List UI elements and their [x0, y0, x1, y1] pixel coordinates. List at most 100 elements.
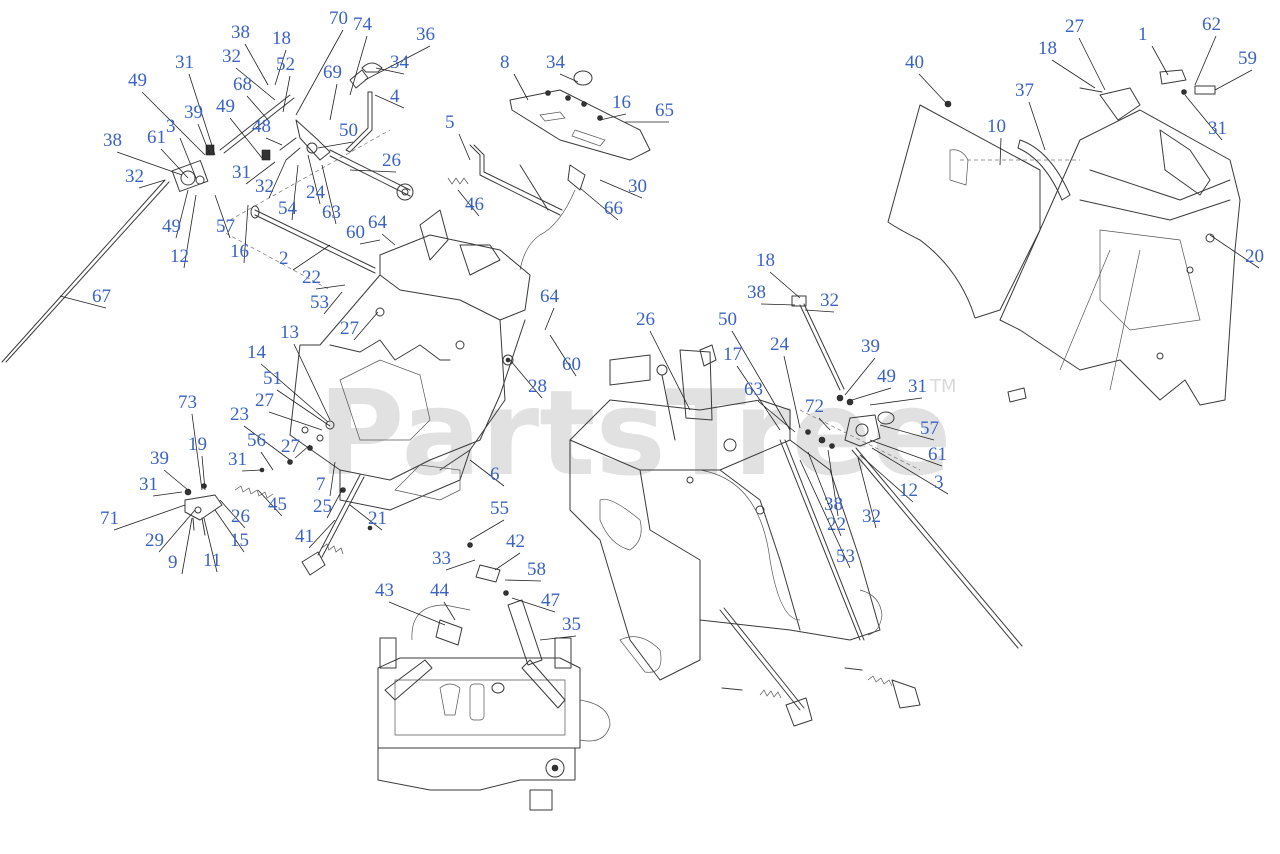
- callout-number[interactable]: 31: [228, 449, 247, 470]
- callout-number[interactable]: 42: [506, 531, 525, 552]
- callout-number[interactable]: 60: [562, 354, 581, 375]
- callout-number[interactable]: 12: [170, 246, 189, 267]
- callout-number[interactable]: 26: [231, 506, 250, 527]
- callout-number[interactable]: 22: [302, 267, 321, 288]
- callout-number[interactable]: 3: [934, 472, 944, 493]
- callout-number[interactable]: 50: [339, 120, 358, 141]
- callout-number[interactable]: 20: [1245, 246, 1264, 267]
- callout-number[interactable]: 19: [188, 434, 207, 455]
- callout-number[interactable]: 22: [827, 514, 846, 535]
- callout-number[interactable]: 31: [139, 474, 158, 495]
- callout-number[interactable]: 63: [322, 202, 341, 223]
- callout-number[interactable]: 26: [636, 309, 655, 330]
- callout-number[interactable]: 18: [756, 250, 775, 271]
- callout-number[interactable]: 48: [252, 116, 271, 137]
- callout-number[interactable]: 32: [820, 290, 839, 311]
- callout-number[interactable]: 50: [718, 309, 737, 330]
- callout-number[interactable]: 18: [272, 28, 291, 49]
- callout-number[interactable]: 39: [861, 336, 880, 357]
- callout-number[interactable]: 31: [908, 376, 927, 397]
- callout-number[interactable]: 11: [203, 550, 221, 571]
- callout-number[interactable]: 34: [390, 52, 410, 73]
- callout-number[interactable]: 56: [247, 430, 266, 451]
- callout-number[interactable]: 43: [375, 580, 394, 601]
- callout-number[interactable]: 18: [1038, 38, 1057, 59]
- callout-number[interactable]: 35: [562, 614, 581, 635]
- callout-number[interactable]: 31: [232, 162, 251, 183]
- callout-number[interactable]: 24: [770, 334, 790, 355]
- callout-number[interactable]: 45: [268, 494, 287, 515]
- callout-number[interactable]: 3: [166, 116, 176, 137]
- callout-number[interactable]: 38: [103, 130, 122, 151]
- callout-number[interactable]: 69: [323, 62, 342, 83]
- callout-number[interactable]: 47: [541, 590, 560, 611]
- callout-number[interactable]: 53: [836, 546, 855, 567]
- callout-number[interactable]: 10: [987, 116, 1006, 137]
- callout-number[interactable]: 25: [313, 496, 332, 517]
- callout-number[interactable]: 37: [1015, 80, 1034, 101]
- callout-number[interactable]: 29: [145, 530, 164, 551]
- callout-number[interactable]: 64: [540, 286, 560, 307]
- callout-number[interactable]: 31: [1208, 118, 1227, 139]
- callout-number[interactable]: 30: [628, 176, 647, 197]
- callout-number[interactable]: 74: [353, 14, 373, 35]
- callout-number[interactable]: 58: [527, 559, 546, 580]
- callout-number[interactable]: 63: [744, 379, 763, 400]
- callout-number[interactable]: 39: [150, 448, 169, 469]
- callout-number[interactable]: 14: [247, 342, 267, 363]
- callout-number[interactable]: 6: [490, 464, 500, 485]
- callout-number[interactable]: 17: [723, 344, 742, 365]
- callout-number[interactable]: 67: [92, 286, 111, 307]
- callout-number[interactable]: 13: [280, 322, 299, 343]
- callout-number[interactable]: 49: [877, 366, 896, 387]
- callout-number[interactable]: 64: [368, 212, 388, 233]
- callout-number[interactable]: 59: [1238, 48, 1257, 69]
- callout-number[interactable]: 57: [920, 418, 939, 439]
- callout-number[interactable]: 38: [824, 494, 843, 515]
- callout-number[interactable]: 27: [340, 318, 359, 339]
- callout-number[interactable]: 33: [432, 548, 451, 569]
- callout-number[interactable]: 16: [230, 241, 249, 262]
- callout-number[interactable]: 38: [231, 22, 250, 43]
- callout-number[interactable]: 54: [278, 198, 298, 219]
- callout-number[interactable]: 5: [445, 112, 455, 133]
- callout-number[interactable]: 57: [216, 216, 235, 237]
- callout-number[interactable]: 53: [310, 292, 329, 313]
- callout-number[interactable]: 65: [655, 100, 674, 121]
- callout-number[interactable]: 60: [346, 222, 365, 243]
- callout-number[interactable]: 36: [416, 24, 435, 45]
- callout-number[interactable]: 73: [178, 392, 197, 413]
- callout-number[interactable]: 24: [306, 182, 326, 203]
- callout-number[interactable]: 44: [430, 580, 450, 601]
- callout-number[interactable]: 49: [216, 96, 235, 117]
- callout-number[interactable]: 38: [747, 282, 766, 303]
- callout-number[interactable]: 32: [222, 46, 241, 67]
- callout-number[interactable]: 4: [390, 86, 400, 107]
- callout-number[interactable]: 49: [128, 70, 147, 91]
- callout-number[interactable]: 9: [168, 552, 178, 573]
- callout-number[interactable]: 27: [1065, 16, 1084, 37]
- callout-number[interactable]: 32: [255, 176, 274, 197]
- callout-number[interactable]: 26: [382, 150, 401, 171]
- callout-number[interactable]: 40: [905, 52, 924, 73]
- callout-number[interactable]: 46: [465, 194, 484, 215]
- callout-number[interactable]: 16: [612, 92, 631, 113]
- callout-number[interactable]: 27: [255, 390, 274, 411]
- callout-number[interactable]: 72: [805, 396, 824, 417]
- callout-number[interactable]: 68: [233, 74, 252, 95]
- callout-number[interactable]: 1: [1138, 24, 1148, 45]
- callout-number[interactable]: 2: [279, 248, 289, 269]
- callout-number[interactable]: 15: [230, 530, 249, 551]
- callout-number[interactable]: 51: [263, 368, 282, 389]
- callout-number[interactable]: 61: [147, 127, 166, 148]
- callout-number[interactable]: 31: [175, 52, 194, 73]
- callout-number[interactable]: 28: [528, 376, 547, 397]
- callout-number[interactable]: 32: [862, 506, 881, 527]
- callout-number[interactable]: 55: [490, 498, 509, 519]
- callout-number[interactable]: 41: [295, 526, 314, 547]
- callout-number[interactable]: 12: [899, 480, 918, 501]
- callout-number[interactable]: 71: [100, 508, 119, 529]
- callout-number[interactable]: 23: [230, 404, 249, 425]
- callout-number[interactable]: 61: [928, 444, 947, 465]
- callout-number[interactable]: 39: [184, 102, 203, 123]
